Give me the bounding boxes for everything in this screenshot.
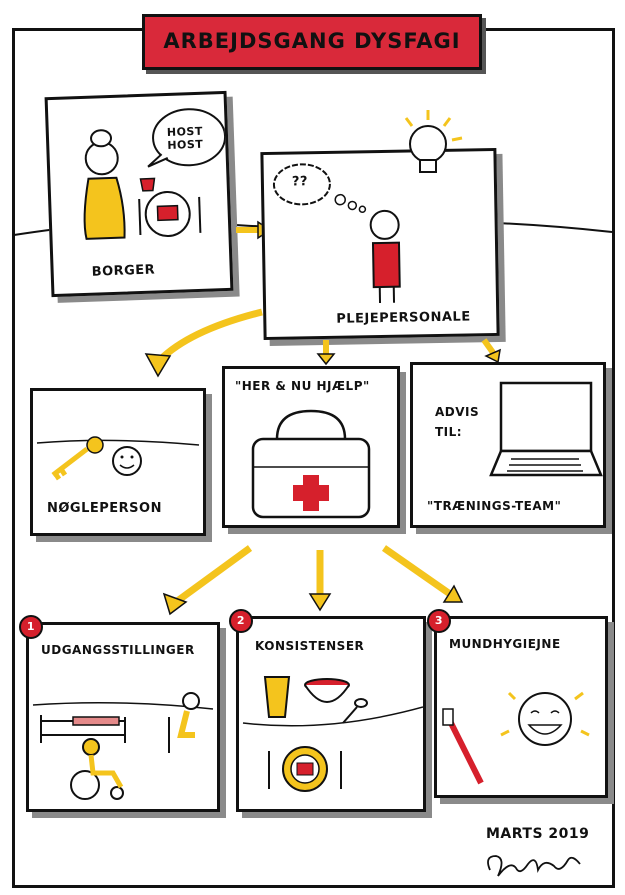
key-icon [51,436,104,481]
advis-label-2: TIL: [435,425,463,439]
person-body-icon [83,176,126,240]
bed-icon [40,715,126,743]
nurse-head-icon [369,209,400,240]
page-title: ARBEJDSGANG DYSFAGI [163,29,461,53]
speech-text-1: HOST [166,124,204,139]
udgang-label: UDGANGSSTILLINGER [41,643,195,657]
panel-udgangsstillinger: 1 UDGANGSSTILLINGER [19,615,220,812]
panel-borger: HOST HOST BORGER [44,90,234,298]
speech-bubble-icon [152,108,227,167]
smiling-face-icon [500,691,590,746]
bowl-icon [304,678,350,703]
advis-label-1: ADVIS [435,405,480,419]
badge-2: 2 [229,609,253,633]
badge-3: 3 [427,609,451,633]
arrow-left-curve-icon [157,308,263,363]
smiley-icon [112,446,142,476]
advis-team: "TRÆNINGS-TEAM" [427,499,562,513]
her-nu-label: "HER & NU HJÆLP" [235,379,370,393]
arrow-down-left-icon [173,545,253,605]
first-aid-kit-icon [251,409,371,519]
panel-noegleperson: NØGLEPERSON [30,388,206,536]
plate-2-icon [268,746,342,792]
toothbrush-icon [442,708,484,785]
panel-mundhygiejne: 3 MUNDHYGIEJNE [427,609,608,798]
arrows-level-3 [162,545,464,616]
plejepersonale-illustration [272,163,401,304]
udgang-illustration [32,692,214,800]
konsistenser-illustration [242,676,423,792]
glass-icon [263,676,291,718]
borger-label: BORGER [91,262,156,280]
mundhygiejne-label: MUNDHYGIEJNE [449,637,561,651]
arrow-down-right-2-icon [381,545,453,597]
panel-her-nu: "HER & NU HJÆLP" [222,366,400,528]
footer-date: MARTS 2019 [486,826,590,842]
laptop-icon [489,381,603,477]
noegleperson-label: NØGLEPERSON [47,501,162,516]
thought-text: ?? [291,174,309,190]
borger-illustration [83,108,227,240]
chair-person-icon [168,692,200,753]
panel-konsistenser: 2 KONSISTENSER [229,609,426,812]
noegleperson-illustration [36,436,200,481]
cup-icon [139,177,156,192]
mundhygiejne-illustration [442,691,590,785]
panel-advis: ADVIS TIL: "TRÆNINGS-TEAM" [410,362,606,528]
arrows-level-2 [144,308,501,378]
wheelchair-icon [70,738,124,800]
konsistenser-label: KONSISTENSER [255,639,365,653]
arrow-down-right-icon [481,338,497,356]
spoon-icon [342,698,368,724]
speech-text-2: HOST [167,137,204,152]
nurse-body-icon [371,241,401,289]
badge-1: 1 [19,615,43,639]
panel-plejepersonale: ?? PLEJEPERSONALE [260,147,500,341]
lightbulb-icon [404,110,463,173]
signature-icon [487,855,581,877]
title-banner: ARBEJDSGANG DYSFAGI [142,14,482,70]
